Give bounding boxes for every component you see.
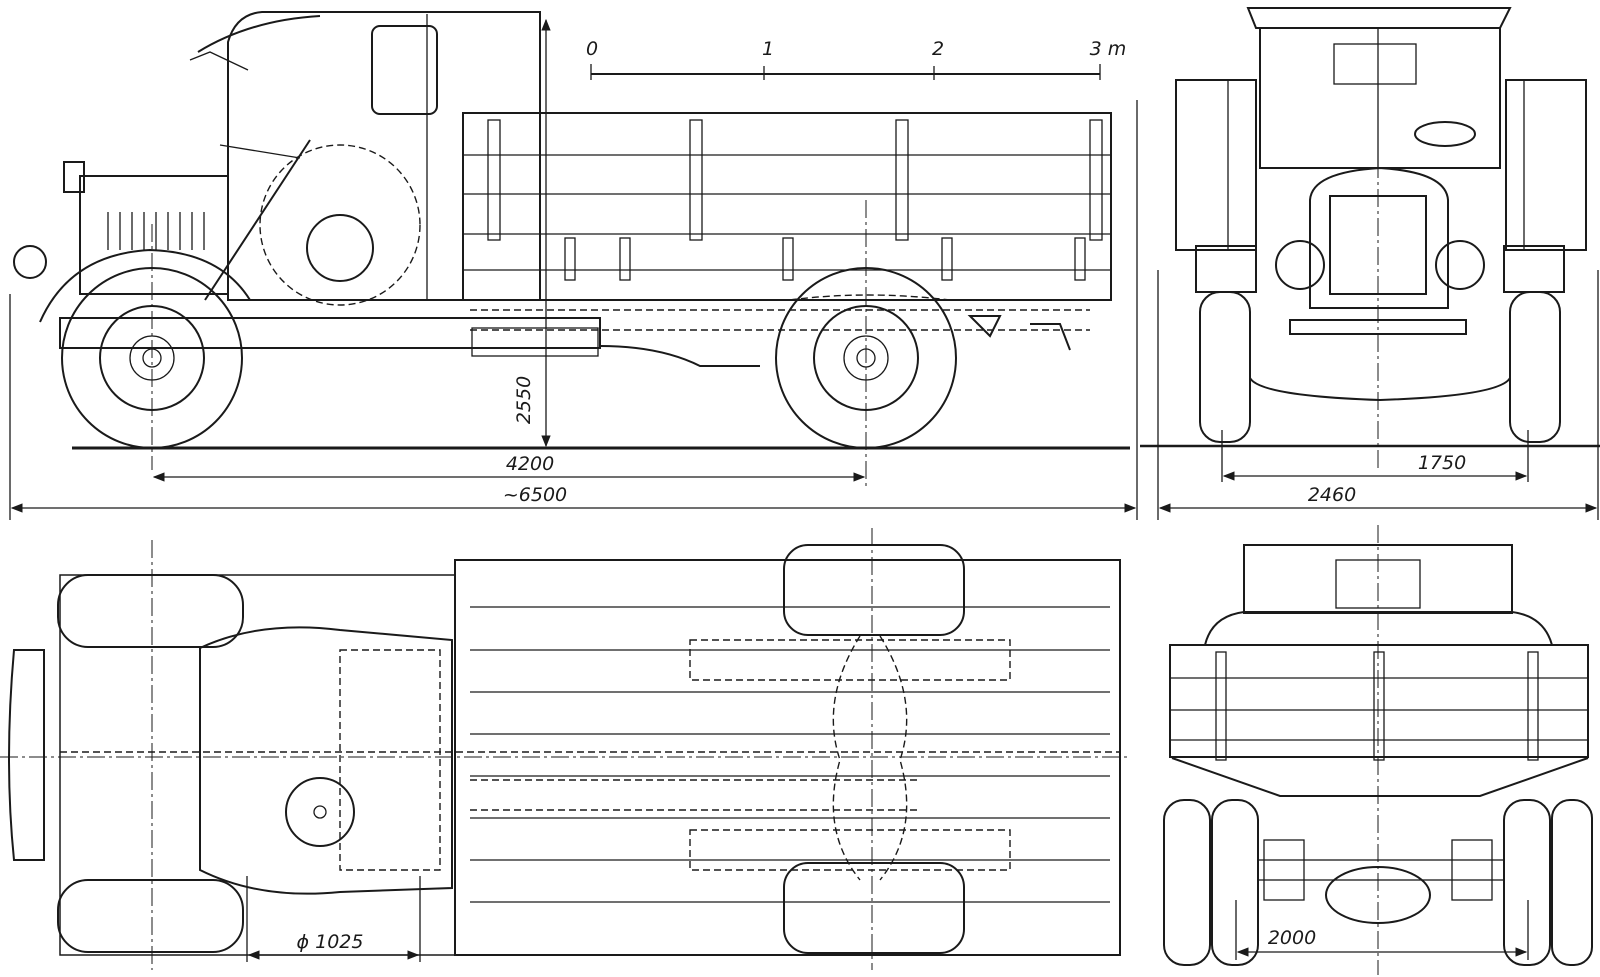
scale-tick-0: 0 (586, 38, 598, 60)
side-dimensions: 2550 4200 ~6500 (9, 18, 1138, 520)
rear-dimensions: 2000 (1235, 900, 1529, 960)
scale-tick-2: 2 (932, 38, 944, 60)
front-dimensions: 1750 2460 (1157, 270, 1599, 520)
scale-bar: 0 1 2 3 m (586, 38, 1126, 80)
front-track-dimension: 1750 (1418, 452, 1466, 474)
overall-length-dimension: ~6500 (503, 484, 567, 506)
height-dimension: 2550 (513, 376, 535, 424)
wheelbase-dimension: 4200 (506, 453, 554, 475)
side-view (13, 11, 1130, 490)
top-view (0, 528, 1130, 970)
rear-track-dimension: 2000 (1268, 927, 1316, 949)
wheel-diameter-dimension: ϕ 1025 (297, 931, 364, 953)
scale-tick-1: 1 (762, 38, 774, 60)
front-view (1140, 7, 1600, 470)
top-dimensions: ϕ 1025 (246, 876, 421, 962)
scale-tick-3: 3 m (1090, 38, 1127, 60)
overall-width-dimension: 2460 (1308, 484, 1356, 506)
rear-view (1163, 525, 1593, 975)
